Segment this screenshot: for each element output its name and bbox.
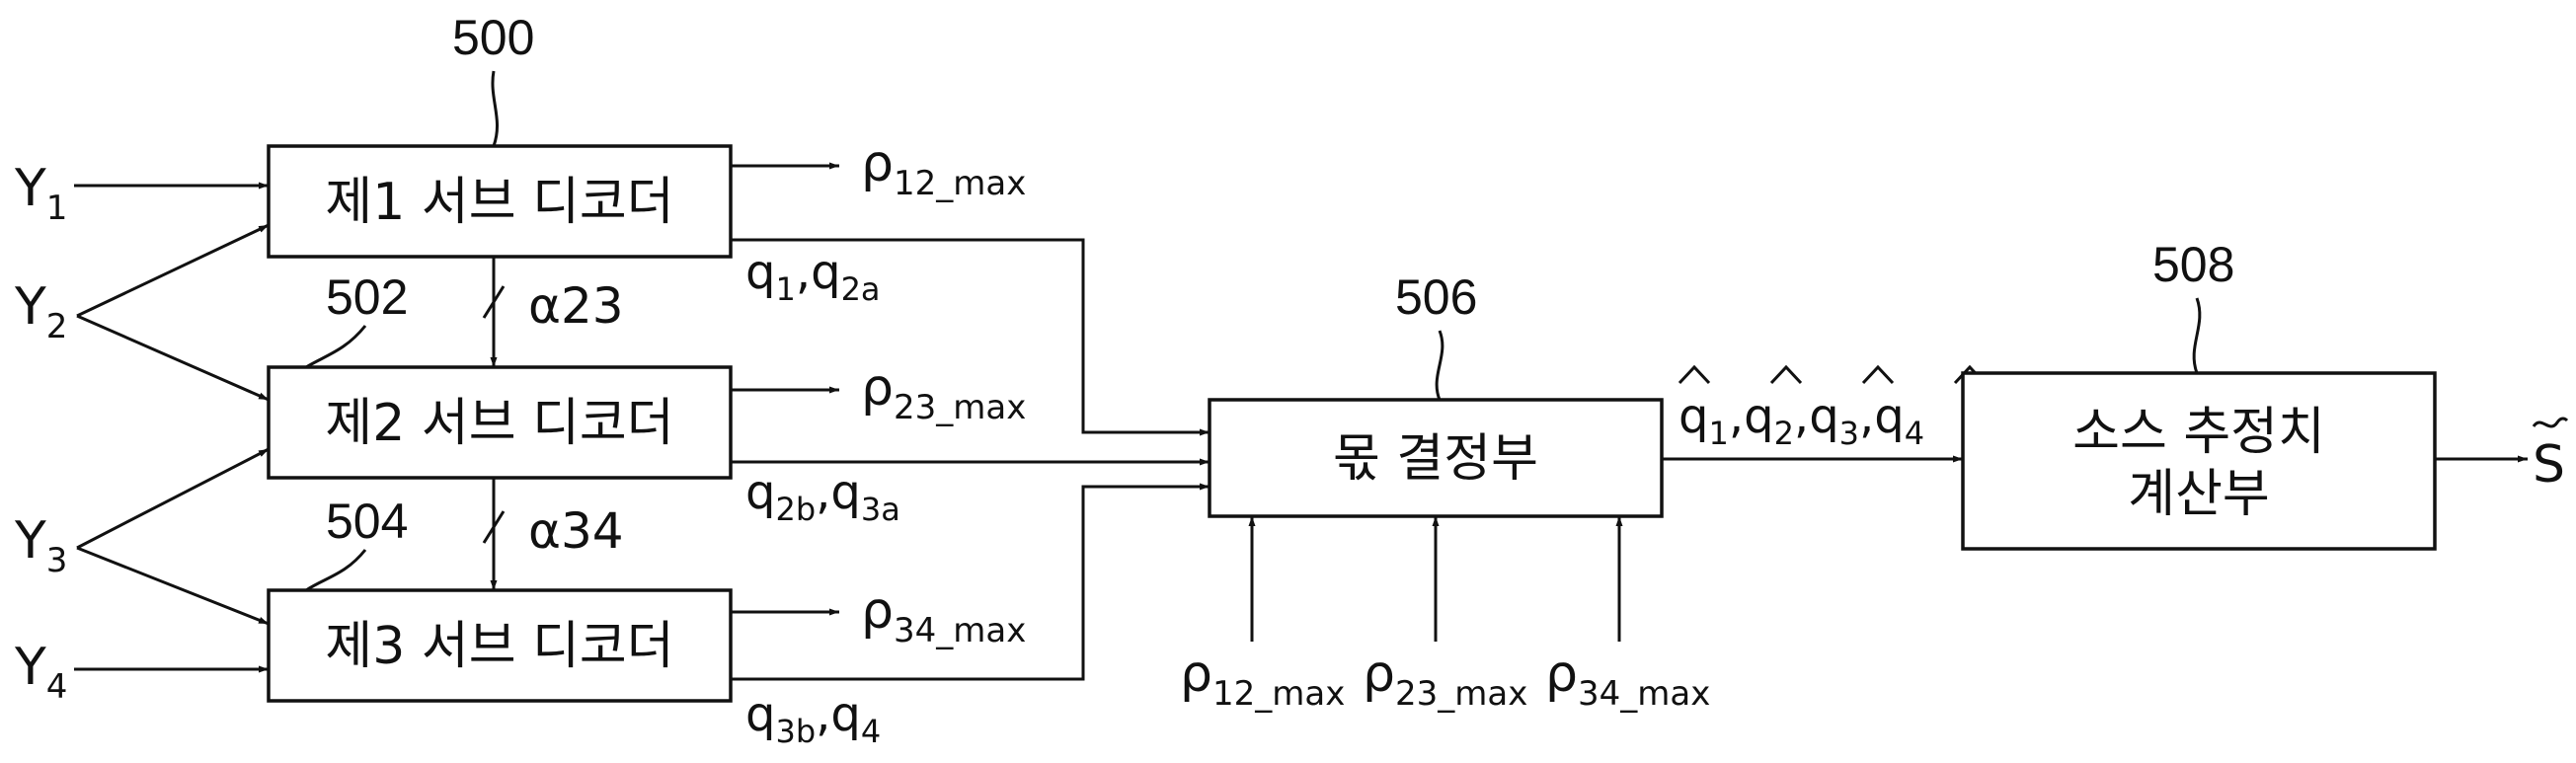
- q-label-d1: q1,q2a: [745, 245, 881, 308]
- arrow-y3-d3: [77, 548, 269, 624]
- alpha23-label: α23: [528, 277, 624, 335]
- leader-504: [306, 550, 365, 590]
- rho12-in-label: ρ12_max: [1180, 645, 1345, 714]
- input-y1: Y1: [14, 159, 67, 228]
- leader-502: [306, 326, 365, 367]
- input-y3: Y3: [14, 511, 67, 580]
- leader-500: [493, 71, 498, 146]
- sub-decoder-2-label: 제2 서브 디코더: [325, 394, 673, 453]
- sub-decoder-1-label: 제1 서브 디코더: [325, 173, 673, 232]
- ref-508: 508: [2152, 237, 2234, 292]
- output-s-label: S: [2533, 435, 2565, 495]
- hat-q2: [1771, 367, 1801, 383]
- rho12-out-label: ρ12_max: [861, 134, 1026, 203]
- quotient-decision-block: 몫 결정부: [1210, 400, 1662, 516]
- alpha34-label: α34: [528, 502, 624, 560]
- rho23-out-label: ρ23_max: [861, 358, 1026, 427]
- sub-decoder-2: 제2 서브 디코더: [269, 367, 731, 478]
- sub-decoder-3: 제3 서브 디코더: [269, 590, 731, 701]
- rho34-in-label: ρ34_max: [1545, 645, 1710, 714]
- source-estimator-block: 소스 추정치 계산부: [1963, 373, 2435, 549]
- q-label-d2: q2b,q3a: [745, 465, 900, 528]
- quotient-decision-label: 몫 결정부: [1333, 429, 1538, 489]
- arrow-y2-d1: [77, 225, 269, 316]
- input-y4: Y4: [14, 638, 67, 707]
- leader-508: [2194, 298, 2200, 373]
- arrow-y2-d2: [77, 316, 269, 400]
- input-y2: Y2: [14, 277, 67, 346]
- sub-decoder-1: 제1 서브 디코더: [269, 146, 731, 257]
- source-estimator-line1: 소스 추정치: [2072, 403, 2325, 462]
- hat-q1: [1679, 367, 1709, 383]
- q-label-d3: q3b,q4: [745, 687, 881, 750]
- source-estimator-line2: 계산부: [2128, 465, 2270, 524]
- ref-502: 502: [326, 269, 408, 325]
- svg-text:q1,q2,q3,q4: q1,q2,q3,q4: [1678, 389, 1924, 452]
- sub-decoder-3-label: 제3 서브 디코더: [325, 617, 673, 676]
- rho23-in-label: ρ23_max: [1363, 645, 1527, 714]
- qhat-labels: q1,q2,q3,q4: [1678, 367, 1985, 452]
- leader-506: [1437, 331, 1443, 400]
- arrow-y3-d2: [77, 449, 269, 548]
- ref-500: 500: [452, 10, 534, 65]
- ref-504: 504: [326, 494, 408, 549]
- ref-506: 506: [1395, 269, 1477, 325]
- tilde-s: [2534, 419, 2567, 426]
- hat-q3: [1863, 367, 1893, 383]
- rho34-out-label: ρ34_max: [861, 581, 1026, 650]
